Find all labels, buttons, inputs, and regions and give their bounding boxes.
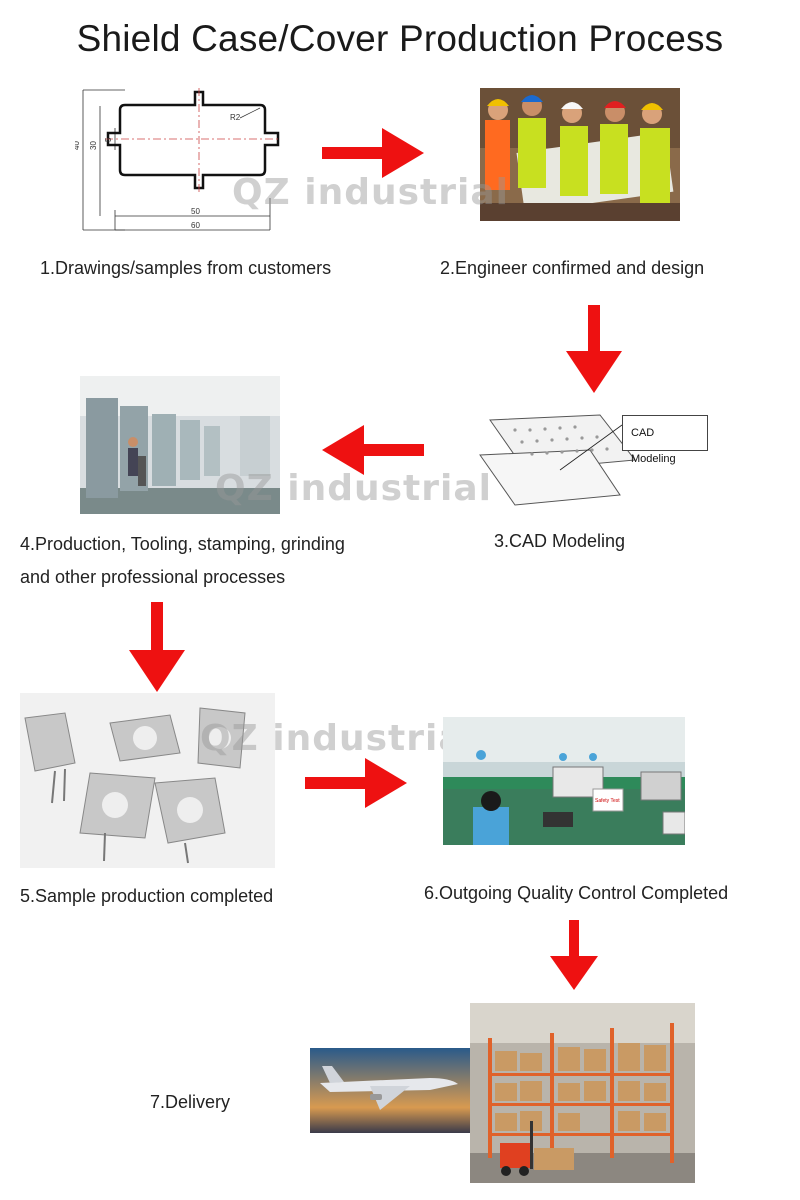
qc-sign-label: Safety Test [595, 798, 620, 804]
step-3-label: 3.CAD Modeling [494, 531, 626, 551]
dim-5-label: 5 [104, 137, 113, 142]
step-4-label-line2: and other professional processes [20, 567, 286, 587]
page-title: Shield Case/Cover Production Process [76, 18, 724, 59]
watermark-text: QZ industrial [200, 718, 477, 759]
step-4-label-line1: 4.Production, Tooling, stamping, grindin… [20, 534, 345, 554]
watermark-text: QZ industrial [232, 172, 509, 213]
arrow-right-icon [305, 758, 407, 808]
step-7-label: 7.Delivery [150, 1092, 231, 1112]
step-1-label: 1.Drawings/samples from customers [40, 258, 332, 278]
step-2-label: 2.Engineer confirmed and design [440, 258, 705, 278]
factory-photo [80, 376, 280, 514]
quality-control-photo: Safety Test [443, 717, 685, 845]
technical-drawing-image: R2 50 60 40 30 5 [75, 88, 290, 236]
dim-30-label: 30 [89, 141, 98, 150]
arrow-left-icon [322, 425, 424, 475]
dim-50-label: 50 [191, 207, 200, 216]
watermark-text: QZ industrial [215, 468, 492, 509]
arrow-right-icon [322, 128, 424, 178]
radius-label: R2 [230, 113, 241, 122]
arrow-down-icon [550, 920, 598, 990]
cad-model-image [470, 410, 640, 510]
cad-callout-label: CAD Modeling [622, 415, 708, 465]
dim-60-label: 60 [191, 221, 200, 230]
arrow-down-icon [566, 305, 622, 393]
warehouse-photo [470, 1003, 695, 1183]
shield-parts-photo [20, 693, 275, 868]
arrow-down-icon [129, 602, 185, 692]
engineers-photo [480, 88, 680, 221]
airplane-photo [310, 1048, 475, 1133]
dim-40-label: 40 [75, 141, 81, 150]
step-6-label: 6.Outgoing Quality Control Completed [424, 883, 729, 903]
step-5-label: 5.Sample production completed [20, 886, 274, 906]
